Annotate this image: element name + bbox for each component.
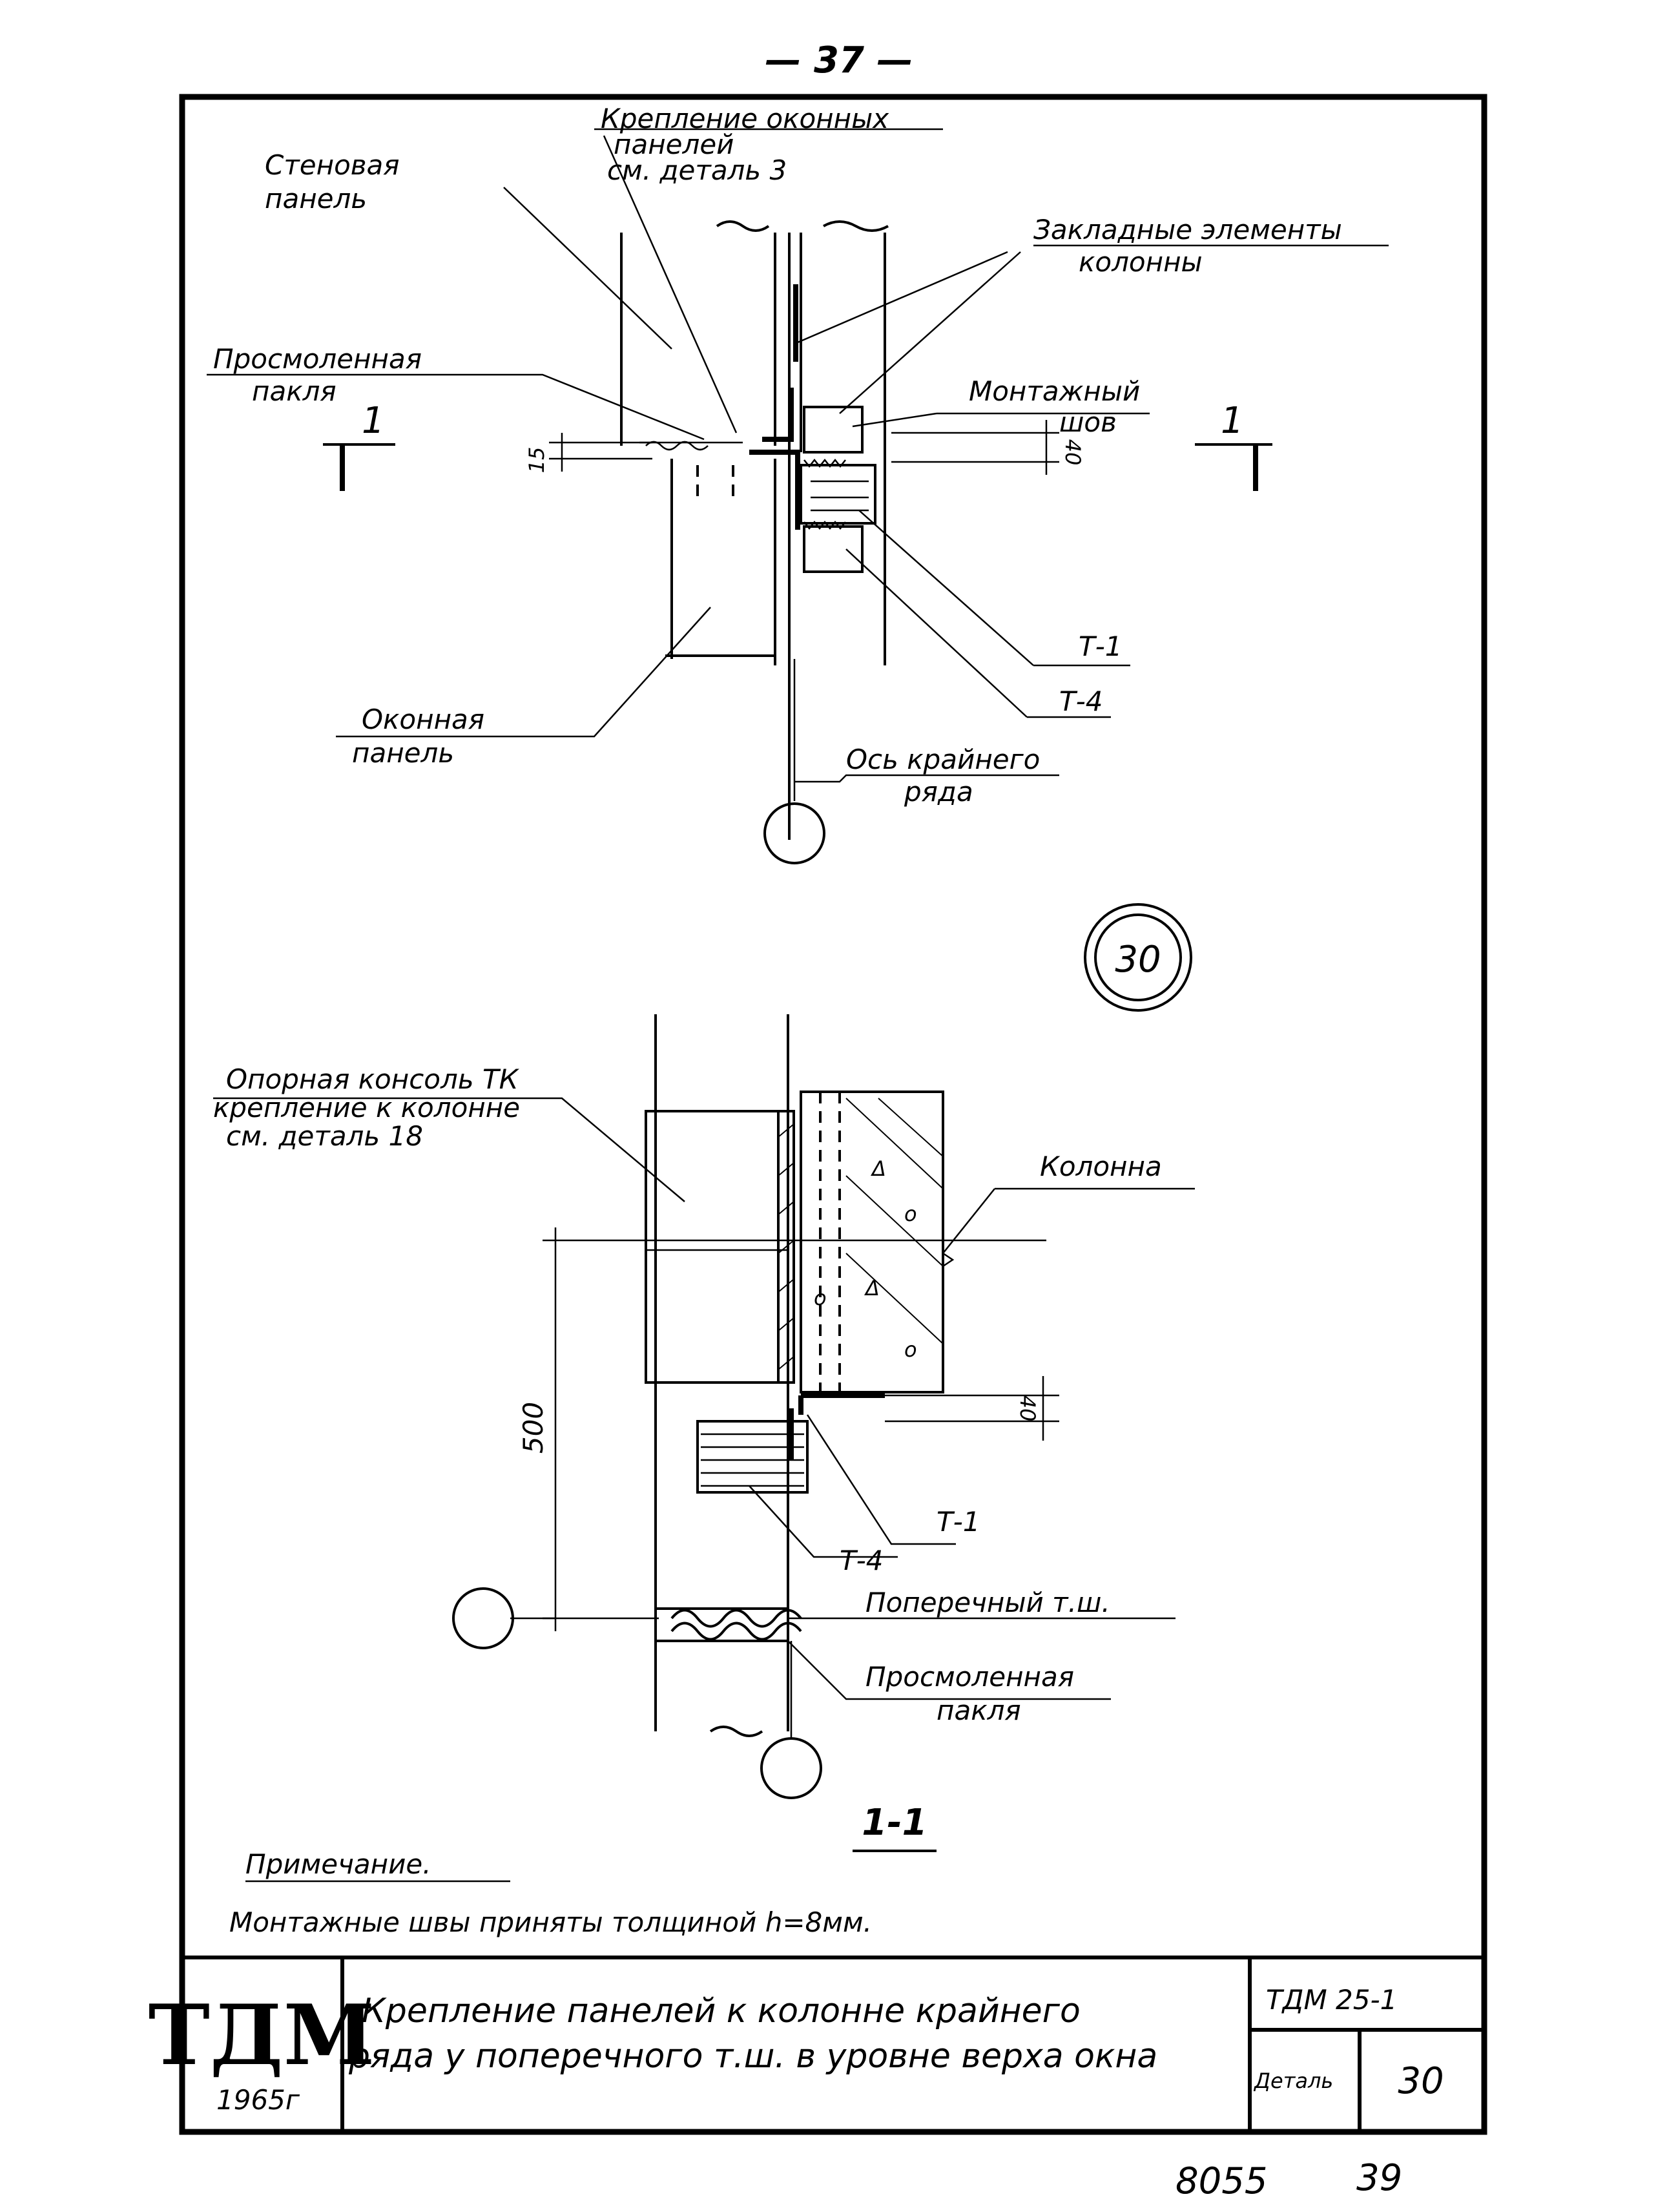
mark-t1-section: Т-1	[937, 1506, 980, 1538]
axis-marker-top	[763, 802, 825, 864]
section-mark-right: 1	[1221, 400, 1244, 442]
dim-15-top: 15	[524, 447, 549, 474]
title-block-title-line2: ряда у поперечного т.ш. в уровне верха о…	[348, 2037, 1157, 2076]
title-block-doc-code: ТДМ 25-1	[1266, 1984, 1397, 2016]
note-heading: Примечание.	[245, 1848, 431, 1880]
label-mounting-seam: Монтажный шов	[969, 375, 1149, 438]
axis-marker-bottom	[760, 1737, 822, 1799]
label-console: Опорная консоль ТК крепление к колонне с…	[213, 1063, 528, 1152]
dim-40-top: 40	[1061, 439, 1085, 466]
svg-text:o: o	[904, 1202, 917, 1226]
svg-text:Δ: Δ	[870, 1156, 886, 1181]
title-block-logo: ТДМ	[149, 1987, 375, 2084]
label-window-panel-fastening: Крепление оконных панелей см. деталь 3	[601, 103, 897, 186]
sheet-number: 39	[1356, 2157, 1402, 2199]
label-oakum-top: Просмоленная пакля	[213, 343, 430, 407]
title-block	[182, 1956, 1484, 2132]
title-block-year: 1965г	[216, 2084, 300, 2116]
mark-t4-section: Т-4	[840, 1545, 884, 1576]
mark-t4-top: Т-4	[1059, 685, 1103, 717]
archive-number: 8055	[1176, 2160, 1268, 2202]
note-text: Монтажные швы приняты толщиной h=8мм.	[229, 1906, 872, 1938]
section-title: 1-1	[862, 1802, 927, 1844]
detail-number: 30	[1115, 939, 1161, 981]
section-view: Δ o o Δ o 500 40	[213, 1014, 1195, 1799]
label-window-panel: Оконная панель	[352, 704, 493, 769]
label-oakum-section: Просмоленная пакля	[865, 1661, 1082, 1726]
svg-text:o: o	[904, 1337, 917, 1362]
title-block-detail-label: Деталь	[1253, 2069, 1333, 2093]
label-embedded-elements: Закладные элементы колонны	[1033, 214, 1351, 278]
section-mark-left: 1	[362, 400, 385, 442]
detail-number-badge: 30	[1084, 903, 1192, 1012]
axis-marker-left	[452, 1587, 514, 1649]
label-column: Колонна	[1040, 1151, 1162, 1182]
dim-40-section: 40	[1015, 1395, 1040, 1422]
sheet-frame	[179, 94, 1487, 2135]
page-number: — 37 —	[765, 39, 913, 81]
label-wall-panel: Стеновая панель	[265, 149, 408, 214]
label-axis: Ось крайнего ряда	[846, 744, 1049, 808]
top-view: 15 40 1 1	[207, 128, 1389, 864]
label-transverse-seam: Поперечный т.ш.	[865, 1587, 1110, 1618]
svg-text:o: o	[814, 1286, 827, 1310]
title-block-detail-value: 30	[1398, 2060, 1444, 2102]
mark-t1-top: Т-1	[1079, 631, 1123, 662]
svg-text:Δ: Δ	[864, 1276, 880, 1300]
title-block-title-line1: Крепление панелей к колонне крайнего	[362, 1992, 1081, 2030]
dim-500: 500	[517, 1402, 549, 1454]
